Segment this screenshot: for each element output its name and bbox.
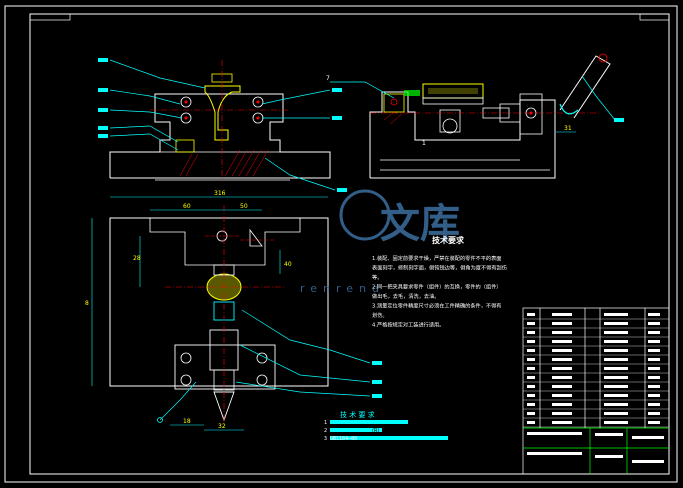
title-cell-mark	[604, 358, 628, 361]
title-cell-mark	[552, 313, 572, 316]
plan-view	[91, 196, 382, 431]
title-block-mark	[595, 433, 623, 436]
title-cell-mark	[552, 340, 572, 343]
title-cell-mark	[527, 331, 535, 334]
title-cell-mark	[604, 322, 628, 325]
title-cell-mark	[648, 403, 660, 406]
title-cell-mark	[648, 376, 660, 379]
title-cell-mark	[604, 376, 628, 379]
title-cell-mark	[604, 313, 628, 316]
title-cell-mark	[552, 421, 572, 424]
tech-requirements: 技 术 要 求 1 2 (R) 3 GB1184—80	[324, 410, 448, 442]
title-cell-mark	[527, 403, 535, 406]
title-cell-mark	[648, 340, 660, 343]
requirement-line: 划伤。	[372, 311, 388, 319]
inner-border	[29, 13, 670, 475]
title-cell-mark	[648, 331, 660, 334]
requirements-list: 1.装配、固定前要求干燥，严禁在装配的零件不平的表面表面刻字，修制刻字面，倒钝锐…	[372, 254, 507, 329]
title-cell-mark	[527, 313, 535, 316]
requirement-line: 做出毛，去毛，清洗，去油。	[372, 292, 439, 300]
tech-line-1: 1	[324, 420, 327, 426]
requirement-line: 1.装配、固定前要求干燥，严禁在装配的零件不平的表面	[372, 254, 501, 262]
requirement-line: 4.严格按规定对工装进行适用。	[372, 321, 444, 329]
title-block-mark	[632, 436, 664, 439]
title-cell-mark	[552, 331, 572, 334]
requirements-title: 技术要求	[432, 235, 465, 245]
side-view	[330, 53, 624, 179]
title-cell-mark	[604, 385, 628, 388]
title-cell-mark	[648, 322, 660, 325]
title-cell-mark	[552, 412, 572, 415]
title-cell-mark	[552, 403, 572, 406]
title-cell-mark	[604, 412, 628, 415]
dim-60: 60	[183, 203, 191, 210]
requirement-line: 2.同一把夹具要求零件（组件）的互换，零件的（组件）	[372, 283, 501, 291]
title-cell-mark	[604, 349, 628, 352]
title-cell-mark	[527, 385, 535, 388]
title-cell-mark	[552, 385, 572, 388]
title-cell-mark	[648, 394, 660, 397]
requirement-line: 等。	[372, 273, 382, 281]
title-cell-mark	[527, 358, 535, 361]
title-block-mark	[527, 452, 582, 455]
title-cell-mark	[552, 394, 572, 397]
title-cell-mark	[648, 358, 660, 361]
watermark-en: renrend	[300, 282, 385, 295]
title-cell-mark	[527, 340, 535, 343]
tech-line-2-code: (R)	[372, 428, 379, 434]
title-cell-mark	[648, 412, 660, 415]
title-block-mark	[632, 460, 664, 463]
front-view	[98, 58, 347, 192]
requirement-line: 3.测量定位零件精度尺寸必须在工件精确的条件，不得有	[372, 302, 501, 310]
tech-line-3: 3 GB1184—80	[324, 436, 357, 442]
dim-316: 316	[214, 190, 226, 197]
title-cell-mark	[527, 394, 535, 397]
tech-line-2: 2	[324, 428, 327, 434]
corner-tag-left	[29, 13, 71, 21]
title-cell-mark	[527, 376, 535, 379]
title-cell-mark	[604, 394, 628, 397]
title-block-mark	[595, 455, 623, 458]
tech-title: 技 术 要 求	[340, 410, 375, 419]
label-7: 7	[326, 75, 330, 82]
title-cell-mark	[552, 349, 572, 352]
dim-32: 32	[218, 423, 226, 430]
title-cell-mark	[604, 331, 628, 334]
dim-18: 18	[183, 418, 191, 425]
corner-tag-right	[639, 13, 670, 21]
title-block-mark	[527, 432, 582, 435]
title-cell-mark	[648, 385, 660, 388]
title-cell-mark	[527, 322, 535, 325]
title-cell-mark	[527, 421, 535, 424]
watermark-cn: 文库	[380, 201, 460, 247]
bubble-1: 1	[422, 140, 426, 147]
title-cell-mark	[604, 403, 628, 406]
title-cell-mark	[552, 358, 572, 361]
title-cell-mark	[648, 367, 660, 370]
title-cell-mark	[527, 367, 535, 370]
dim-left: 8	[85, 300, 89, 307]
title-cell-mark	[552, 376, 572, 379]
watermark: 文库 renrend	[300, 189, 460, 295]
title-rows	[523, 313, 669, 463]
title-cell-mark	[604, 421, 628, 424]
outer-border	[4, 5, 678, 483]
title-cell-mark	[527, 412, 535, 415]
dim-28: 28	[133, 255, 141, 262]
requirement-line: 表面刻字，修制刻字面，倒钝锐边等，倒角为度不得有刮伤	[372, 264, 507, 272]
title-cell-mark	[648, 313, 660, 316]
title-cell-mark	[604, 367, 628, 370]
title-cell-mark	[604, 340, 628, 343]
dim-31: 31	[564, 125, 572, 132]
dim-40: 40	[284, 261, 292, 268]
title-cell-mark	[648, 421, 660, 424]
title-cell-mark	[527, 349, 535, 352]
title-cell-mark	[648, 349, 660, 352]
title-cell-mark	[552, 322, 572, 325]
dim-50: 50	[240, 203, 248, 210]
title-cell-mark	[552, 367, 572, 370]
